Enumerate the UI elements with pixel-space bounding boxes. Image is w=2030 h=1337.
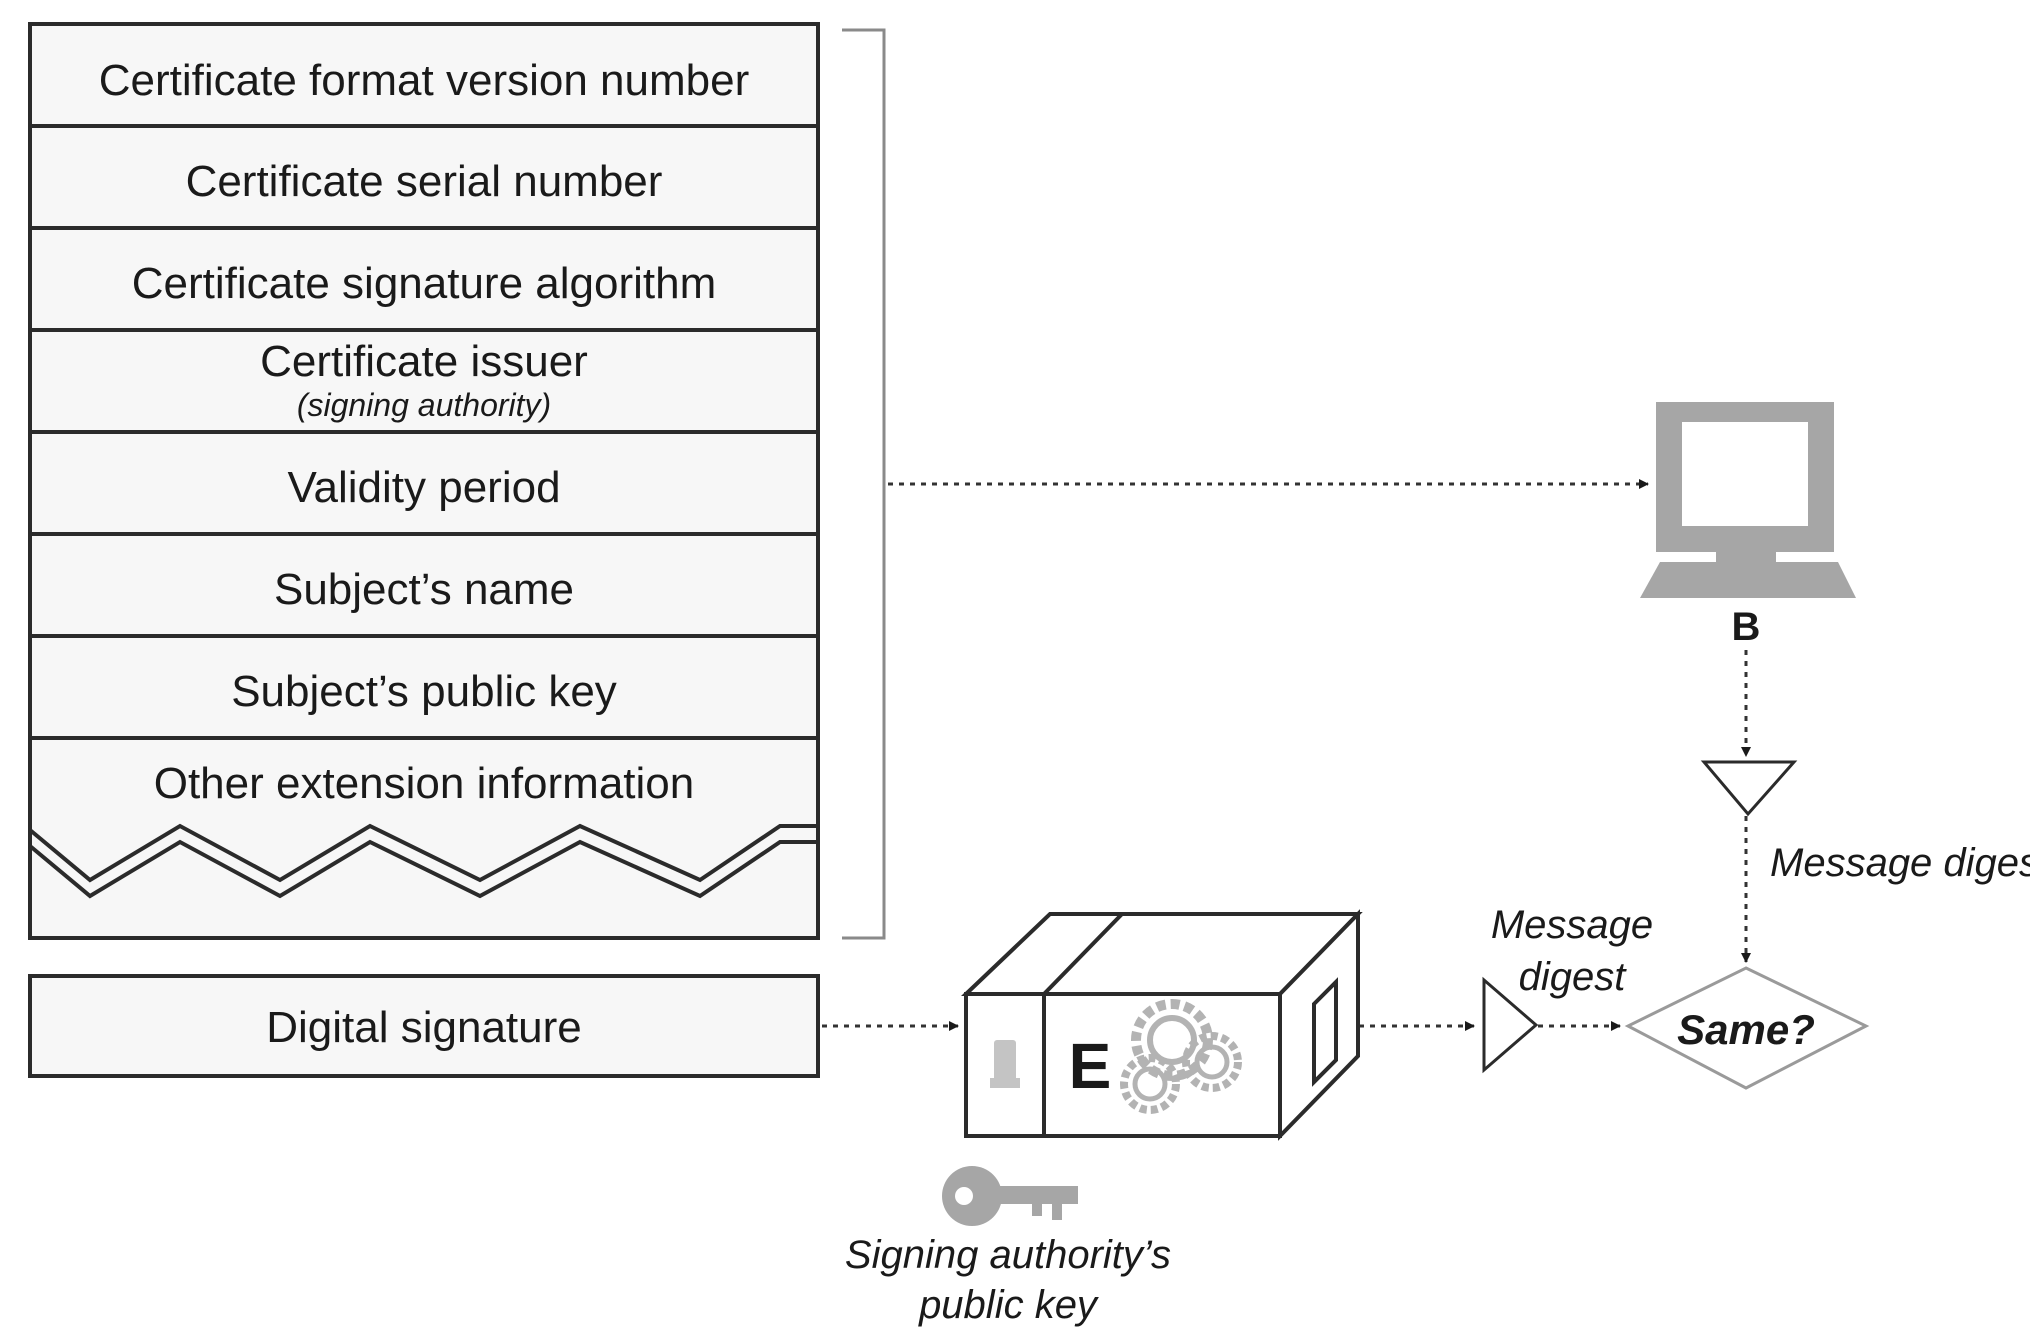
digital-signature-label: Digital signature	[266, 1003, 582, 1052]
digital-signature-box	[28, 974, 820, 1078]
decrypt-box-slot	[1312, 977, 1338, 1087]
digest-left-label-line2: digest	[1519, 955, 1628, 999]
monitor-neck	[1716, 552, 1776, 562]
computer-icon	[1640, 402, 1856, 598]
digital-signature-field: Digital signature	[28, 974, 820, 1078]
field-signature-algorithm: Certificate signature algorithm	[132, 259, 716, 308]
compare-diamond	[1624, 966, 1870, 1090]
field-issuer-sublabel: (signing authority)	[297, 387, 551, 423]
monitor-screen	[1682, 422, 1808, 526]
certificate-stack: Certificate format version number Certif…	[28, 22, 820, 940]
gears-icon	[1120, 999, 1242, 1114]
lock-icon	[990, 1040, 1020, 1088]
decrypt-label: E	[1069, 1030, 1112, 1102]
field-extensions: Other extension information	[154, 759, 695, 808]
decrypt-box: E	[961, 909, 1363, 1141]
digest-left-icon	[1482, 976, 1539, 1074]
key-label-line1: Signing authority’s	[845, 1233, 1171, 1277]
compare-label: Same?	[1677, 1006, 1815, 1053]
field-serial: Certificate serial number	[186, 157, 663, 206]
field-version: Certificate format version number	[99, 56, 749, 105]
computer-label: B	[1732, 605, 1761, 649]
keyboard-base	[1640, 562, 1856, 598]
field-subject-name: Subject’s name	[274, 565, 574, 614]
key-label-line2: public key	[918, 1283, 1100, 1327]
decrypt-box-top-divider	[1042, 912, 1124, 996]
zigzag-break-bottom	[28, 839, 818, 899]
field-issuer: Certificate issuer	[260, 337, 588, 386]
key-icon	[942, 1166, 1078, 1226]
digest-left-label-line1: Message	[1491, 903, 1653, 947]
digest-right-label: Message digest	[1770, 841, 2030, 885]
zigzag-break-top	[28, 823, 818, 883]
field-subject-public-key: Subject’s public key	[231, 667, 617, 716]
certificate-box	[28, 22, 820, 940]
bracket	[842, 28, 886, 940]
field-validity: Validity period	[287, 463, 560, 512]
digest-right-icon	[1700, 760, 1798, 817]
